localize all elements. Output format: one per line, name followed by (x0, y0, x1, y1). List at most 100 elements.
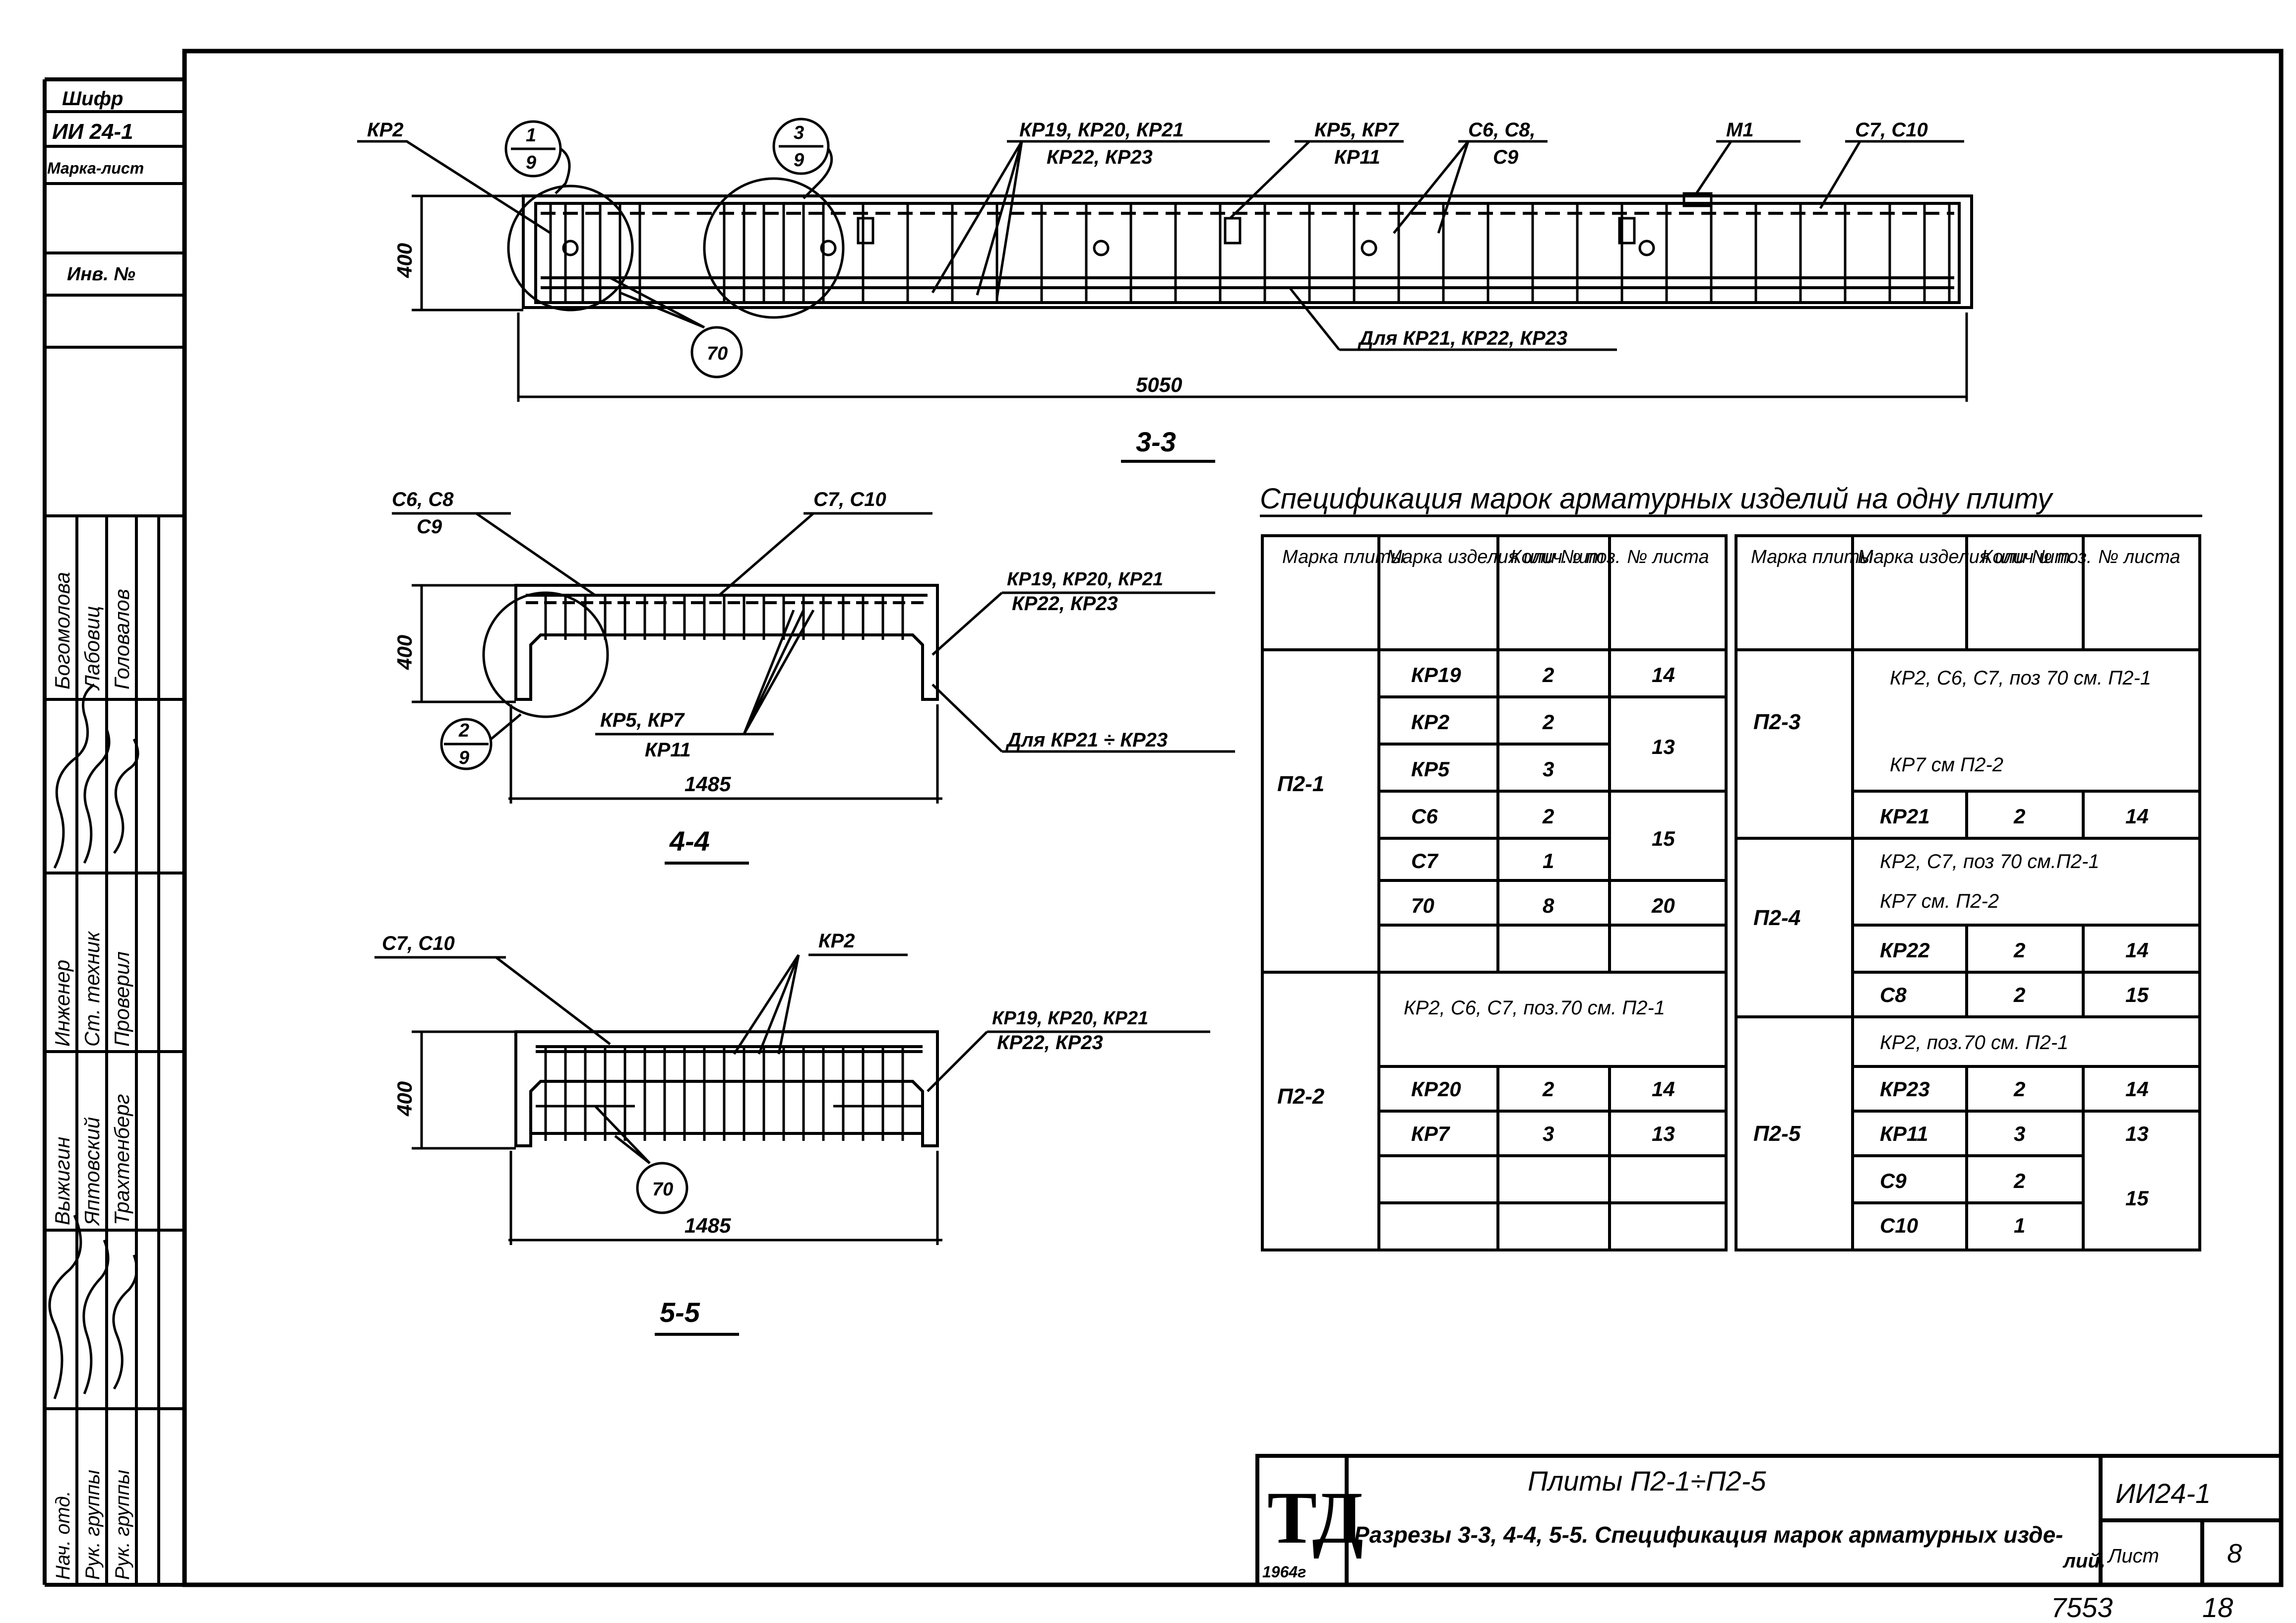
section-3-3: 400 5050 (357, 118, 1973, 463)
shifr-value: ИИ 24-1 (52, 120, 133, 144)
p24-r1-item: КР22 (1880, 938, 1930, 962)
p24-note1: КР2, С7, поз 70 см.П2-1 (1880, 851, 2100, 873)
s33-circle-1: 1 (526, 125, 536, 146)
s33-kr5-kr7: КР5, КР7 (1314, 119, 1399, 141)
s33-kr-group-a: КР19, КР20, КР21 (1019, 119, 1184, 141)
p25-r2-sheet: 13 (2125, 1122, 2149, 1145)
s44-dim-width: 1485 (684, 772, 731, 796)
stamp-title2: Разрезы 3-3, 4-4, 5-5. Спецификация маро… (1354, 1522, 2063, 1548)
hdr-item: Марка изделия или № поз. (1386, 547, 1620, 567)
stamp-sheet-no: 8 (2227, 1539, 2242, 1568)
spec-title: Спецификация марок арматурных изделий на… (1260, 483, 2053, 515)
p23-r1-item: КР21 (1880, 805, 1930, 828)
s55-dim-height: 400 (393, 1081, 416, 1117)
p25-r1-qty: 2 (2013, 1077, 2025, 1101)
hdr-r-plate: Марка плиты (1751, 547, 1873, 567)
p22-mark: П2-2 (1277, 1084, 1325, 1109)
spec-left-headers: Марка плиты Марка изделия или № поз. Кол… (1282, 547, 1709, 567)
section-4-4: 400 1485 С6, С8 С9 С7, С10 КР19, КР20, К… (392, 489, 1235, 865)
s33-circle-3: 3 (794, 123, 804, 143)
p25-r3-item: С9 (1880, 1169, 1907, 1192)
p22-r2-sheet: 13 (1652, 1122, 1675, 1145)
s55-kr-group-a: КР19, КР20, КР21 (992, 1008, 1148, 1029)
s33-dim-length: 5050 (1136, 373, 1182, 396)
hdr-sheet: № листа (1627, 547, 1709, 567)
staff-name-1: Богомолова (51, 572, 74, 689)
staff-role-1: Инженер (51, 960, 74, 1047)
sheet-frame (43, 49, 2284, 1587)
p25-r3-qty: 2 (2013, 1169, 2025, 1192)
s33-kr11: КР11 (1334, 146, 1380, 168)
s33-pos70: 70 (707, 343, 728, 364)
section-5-5: 400 1485 С7, С10 КР2 КР19, КР20, КР21 КР… (374, 930, 1210, 1336)
detail-circle-2 (482, 591, 609, 718)
section-3-3-stirrups (549, 203, 1951, 303)
page-number: 18 (2202, 1592, 2233, 1623)
staff-role-3: Проверил (110, 951, 133, 1047)
p21-r5-item: С7 (1411, 849, 1438, 873)
p21-r2-item: КР2 (1411, 710, 1449, 734)
s44-kr11: КР11 (645, 739, 691, 761)
s44-for-kr: Для КР21 ÷ КР23 (1005, 729, 1168, 751)
stamp-sheet-label: Лист (2107, 1545, 2159, 1567)
p22-r1-qty: 2 (1542, 1077, 1554, 1101)
p25-note: КР2, поз.70 см. П2-1 (1880, 1032, 2068, 1054)
hdr-r-item: Марка изделия или № поз. (1858, 547, 2092, 567)
p25-r1-item: КР23 (1880, 1077, 1930, 1101)
p21-r2-sheet: 13 (1652, 735, 1675, 758)
hdr-plate: Марка плиты (1282, 547, 1405, 567)
staff-name-3: Головалов (110, 589, 133, 689)
s55-kr-group-b: КР22, КР23 (997, 1032, 1103, 1054)
p23-note2: КР7 см П2-2 (1890, 754, 2003, 776)
p21-r4-item: С6 (1411, 805, 1438, 828)
p21-r6-sheet: 20 (1651, 894, 1675, 917)
s44-kr5-kr7: КР5, КР7 (600, 709, 685, 731)
p21-r1-item: КР19 (1411, 663, 1461, 687)
s33-for-kr: Для КР21, КР22, КР23 (1358, 327, 1567, 349)
p21-mark: П2-1 (1277, 772, 1324, 796)
title-block: ТД 1964г Плиты П2-1÷П2-5 Разрезы 3-3, 4-… (1255, 1454, 2283, 1587)
p25-r2-item: КР11 (1880, 1122, 1928, 1145)
marka-list-label: Марка-лист (47, 159, 144, 177)
s33-dim-height: 400 (393, 243, 416, 278)
p21-r3-qty: 3 (1543, 757, 1554, 781)
p21-r4-qty: 2 (1542, 805, 1554, 828)
p21-r2-qty: 2 (1542, 710, 1554, 734)
p25-r4-item: С10 (1880, 1214, 1918, 1237)
s44-title: 4-4 (669, 825, 710, 857)
p21-r1-sheet: 14 (1652, 663, 1675, 687)
spec-table: Спецификация марок арматурных изделий на… (1260, 483, 2202, 1251)
p21-r4-sheet: 15 (1652, 827, 1675, 850)
detail-circle-3 (703, 177, 845, 319)
s33-c9: С9 (1493, 146, 1519, 168)
shifr-label: Шифр (62, 88, 123, 110)
td-logo: ТД (1267, 1477, 1364, 1559)
s44-kr-group-a: КР19, КР20, КР21 (1007, 569, 1163, 590)
stamp-title1: Плиты П2-1÷П2-5 (1528, 1465, 1766, 1497)
p25-r4-qty: 1 (2014, 1214, 2025, 1237)
staff-role-6: Трахтенберг (110, 1094, 133, 1226)
s55-pos70: 70 (652, 1179, 673, 1200)
s33-circle-3-sub: 9 (794, 150, 804, 171)
s55-dim-width: 1485 (684, 1214, 731, 1237)
sidebar-stamp: Шифр ИИ 24-1 Марка-лист Инв. № Богомолов… (45, 88, 185, 1585)
p21-r1-qty: 2 (1542, 663, 1554, 687)
s55-title: 5-5 (660, 1297, 700, 1328)
s33-kr-group-b: КР22, КР23 (1047, 146, 1153, 168)
p24-r2-sheet: 15 (2125, 983, 2149, 1006)
staff-role-5: Яптовский (80, 1117, 104, 1226)
hdr-r-qty: Колич шт. (1982, 547, 2075, 567)
p25-sheet-merged: 15 (2125, 1186, 2149, 1210)
s55-kr2: КР2 (818, 930, 855, 952)
s33-m1: М1 (1726, 119, 1754, 141)
s44-c9: С9 (417, 516, 442, 538)
p22-r1-item: КР20 (1411, 1077, 1461, 1101)
hdr-qty: Колич. шт (1510, 547, 1604, 567)
p24-mark: П2-4 (1753, 906, 1800, 930)
stamp-year: 1964г (1262, 1563, 1306, 1581)
p21-r6-qty: 8 (1543, 894, 1554, 917)
role-head: Нач. отд. (52, 1491, 74, 1580)
p24-r1-qty: 2 (2013, 938, 2025, 962)
s44-kr-group-b: КР22, КР23 (1012, 593, 1118, 615)
